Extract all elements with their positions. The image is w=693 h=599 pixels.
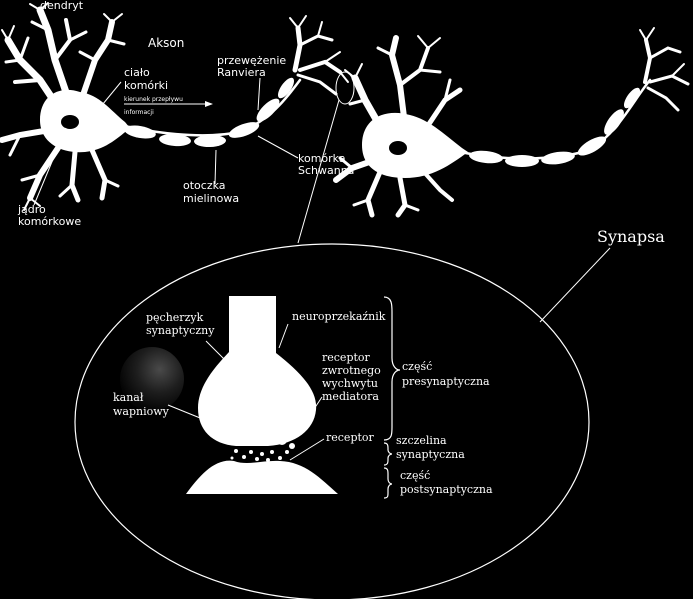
myelin-segment xyxy=(541,151,575,165)
myelin-segment xyxy=(623,87,641,109)
myelin-segment xyxy=(277,77,295,99)
label-postsynaptic-part: część postsynaptyczna xyxy=(400,469,493,496)
zoom-line-right xyxy=(539,247,611,323)
label-node-of-ranvier: przewężenie Ranviera xyxy=(217,54,290,79)
myelin-segment xyxy=(194,134,226,148)
label-myelin-sheath: otoczka mielinowa xyxy=(183,179,239,205)
myelin-segment xyxy=(228,122,260,138)
label-schwann-cell: komórka Schwanna xyxy=(298,152,354,177)
calcium-channel-ball xyxy=(120,347,184,411)
myelin-segment xyxy=(256,98,280,122)
nucleus-left xyxy=(61,115,79,129)
label-synaptic-cleft: szczelina synaptyczna xyxy=(396,434,465,461)
myelin-segment xyxy=(124,125,156,139)
axon-right xyxy=(458,78,652,167)
presynaptic-terminal xyxy=(198,296,317,446)
label-flow-direction: kierunek przepływu informacji xyxy=(124,96,185,116)
neuron-leader-lines xyxy=(33,77,299,206)
label-synaptic-vesicle: pęcherzyk synaptyczny xyxy=(146,311,215,337)
synapse-leader-lines xyxy=(167,323,325,461)
neurotransmitter-dots xyxy=(230,435,295,462)
brace-cleft xyxy=(383,442,393,466)
neuron-right xyxy=(333,27,690,218)
label-calcium-channel: kanał wapniowy xyxy=(113,391,170,418)
axon-left xyxy=(118,77,302,148)
brace-presynaptic xyxy=(383,296,401,441)
synapse-title: Synapsa xyxy=(597,227,665,246)
myelin-segment xyxy=(577,136,607,156)
braces xyxy=(383,296,401,499)
label-dendrite: dendryt xyxy=(40,0,84,12)
myelin-segment xyxy=(604,109,624,135)
cell-body-right xyxy=(362,112,468,178)
myelin-segment xyxy=(469,150,503,164)
myelin-segment xyxy=(159,133,191,147)
synapse-highlight-circle xyxy=(335,71,355,105)
dendrites-left xyxy=(0,2,126,211)
brace-postsynaptic xyxy=(383,467,393,499)
myelin-segment xyxy=(505,155,539,167)
label-reuptake-receptor: receptor zwrotnego wychwytu mediatora xyxy=(322,351,384,403)
neuron-left xyxy=(0,2,349,211)
label-axon: Akson xyxy=(148,36,184,50)
zoom-line-left xyxy=(297,99,340,244)
nucleus-right xyxy=(389,141,407,155)
cell-body-left xyxy=(40,89,130,153)
synapse-enlargement-ellipse xyxy=(74,243,590,599)
label-neurotransmitter: neuroprzekaźnik xyxy=(292,310,386,323)
label-nucleus: jądro komórkowe xyxy=(17,203,81,228)
label-receptor: receptor xyxy=(326,431,375,444)
label-presynaptic-part: część presynaptyczna xyxy=(402,360,490,388)
postsynaptic-membrane xyxy=(186,460,338,494)
label-cell-body: ciało komórki xyxy=(124,66,168,92)
axon-terminal-left xyxy=(289,15,349,96)
axon-terminal-right xyxy=(639,27,690,112)
